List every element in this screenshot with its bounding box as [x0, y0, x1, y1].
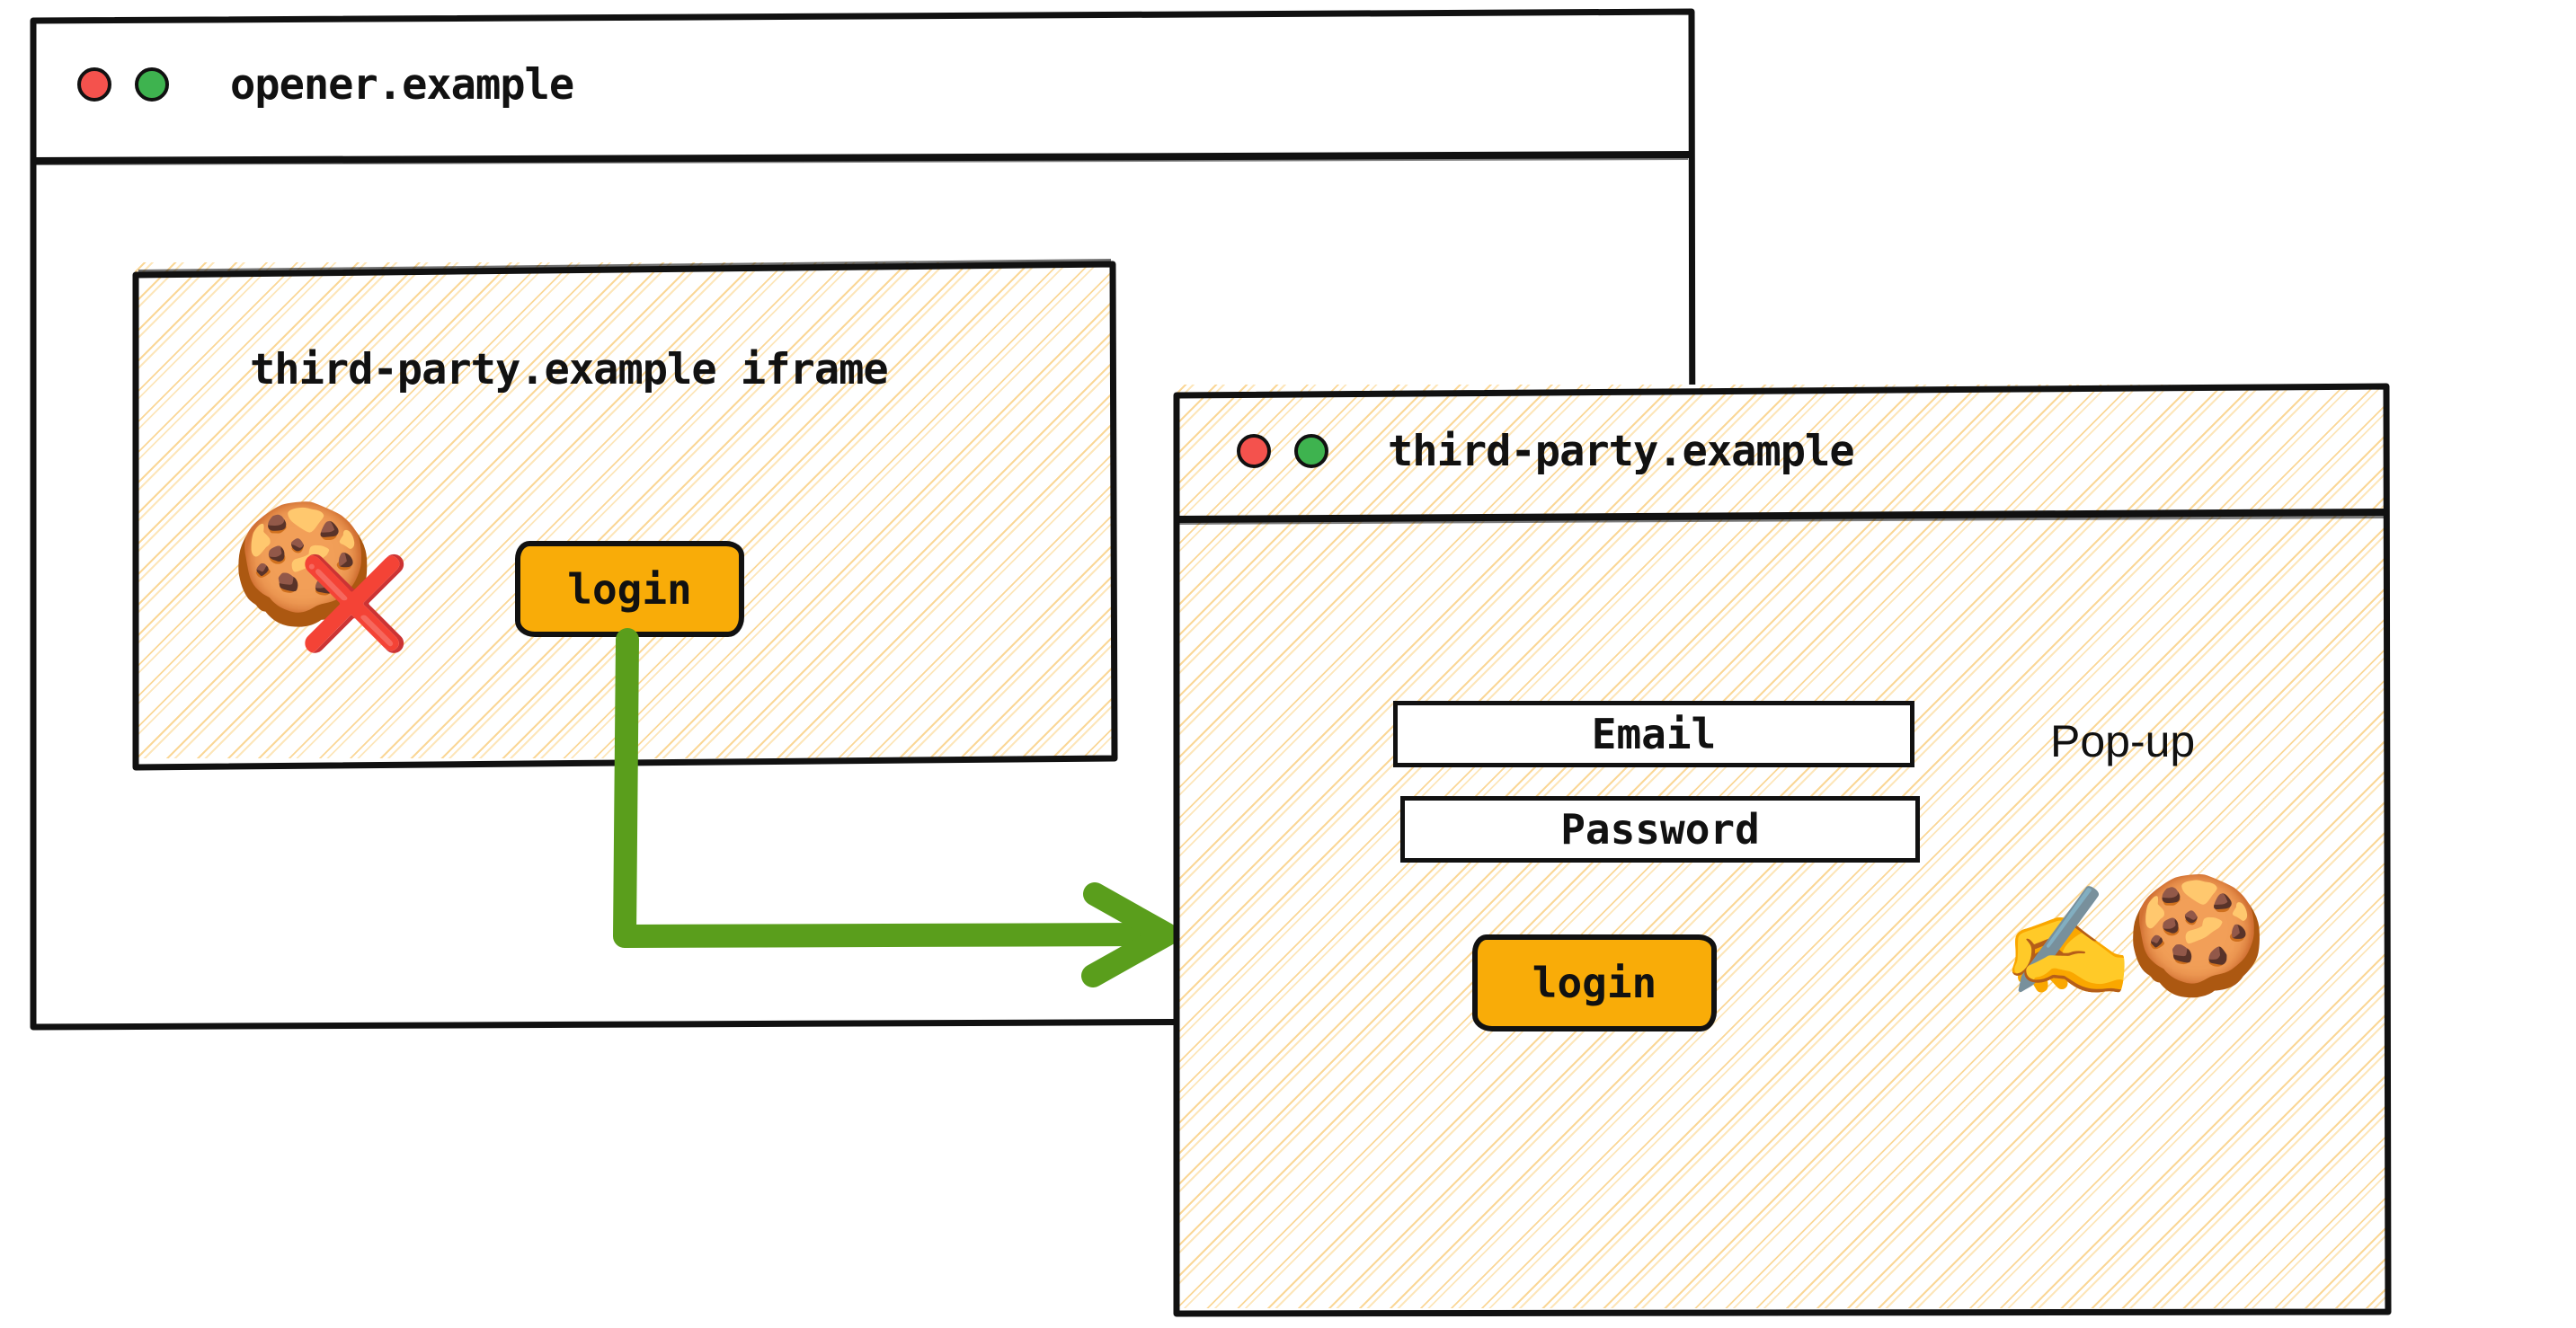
opener-titlebar: opener.example	[34, 13, 1692, 156]
close-dot-icon[interactable]	[1237, 434, 1271, 468]
blocked-cross-icon: ❌	[298, 551, 411, 656]
popup-annotation: Pop-up	[2050, 716, 2196, 766]
popup-cookie-written-group: ✍️ 🍪	[2001, 870, 2306, 1023]
popup-titlebar: third-party.example	[1176, 385, 2387, 518]
password-field[interactable]: Password	[1400, 796, 1920, 863]
popup-window-frame	[1173, 383, 2392, 1317]
opener-window-title: opener.example	[230, 59, 574, 110]
popup-login-button[interactable]: login	[1472, 934, 1717, 1031]
cookie-icon: 🍪	[230, 495, 376, 632]
popup-window-title: third-party.example	[1388, 426, 1855, 476]
maximize-dot-icon[interactable]	[1294, 434, 1328, 468]
popup-window: third-party.example Email Password login…	[1176, 385, 2387, 1308]
maximize-dot-icon[interactable]	[135, 67, 169, 102]
third-party-iframe-frame	[132, 259, 1118, 771]
popup-traffic-lights[interactable]	[1237, 434, 1328, 468]
third-party-iframe	[135, 262, 1115, 758]
writing-hand-icon: ✍️	[2001, 881, 2136, 1005]
close-dot-icon[interactable]	[77, 67, 111, 102]
iframe-label: third-party.example iframe	[250, 345, 889, 394]
iframe-login-button[interactable]: login	[515, 541, 744, 637]
opener-traffic-lights[interactable]	[77, 67, 169, 102]
flow-arrow	[613, 628, 1178, 987]
cookie-icon: 🍪	[2125, 869, 2269, 1003]
email-field[interactable]: Email	[1393, 701, 1914, 767]
iframe-cookie-blocked-group: 🍪 ❌	[230, 505, 419, 676]
